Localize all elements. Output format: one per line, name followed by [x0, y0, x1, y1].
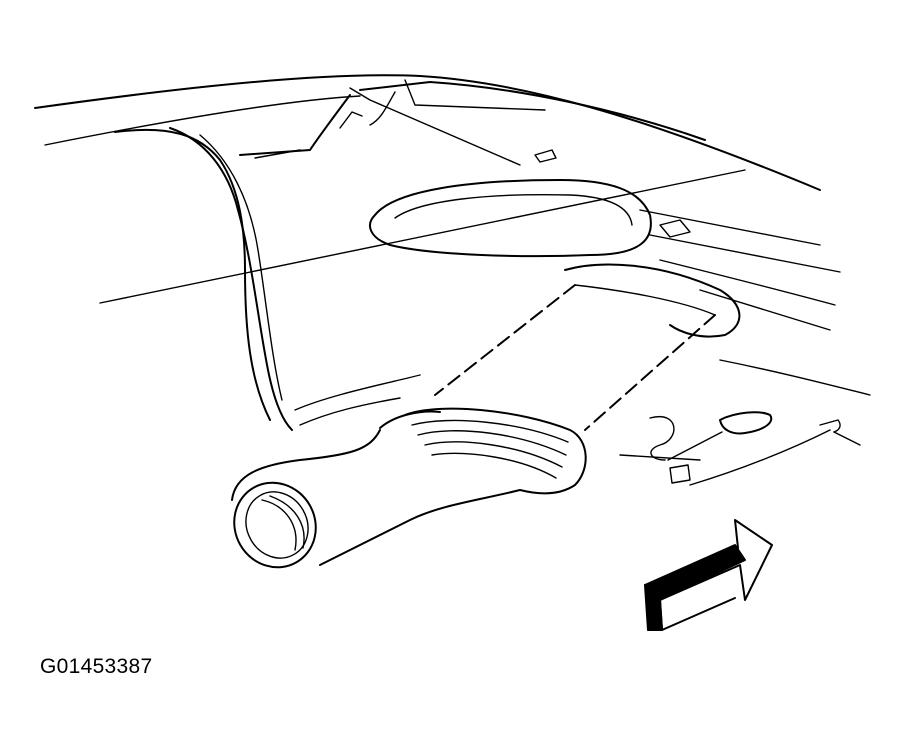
- quarter-panel: [114, 127, 421, 431]
- ribbed-connector: [379, 407, 587, 495]
- vehicle-body-outline: [34, 74, 821, 191]
- tailpipe-tip: [231, 429, 521, 569]
- forward-arrow-icon: [644, 519, 773, 631]
- exhaust-pipe: [434, 284, 716, 431]
- bumper-exhaust-opening: [369, 149, 741, 338]
- exhaust-hanger-bracket: [619, 411, 861, 486]
- figure-code-label: G01453387: [40, 655, 153, 678]
- body-sweep-lines: [99, 169, 871, 396]
